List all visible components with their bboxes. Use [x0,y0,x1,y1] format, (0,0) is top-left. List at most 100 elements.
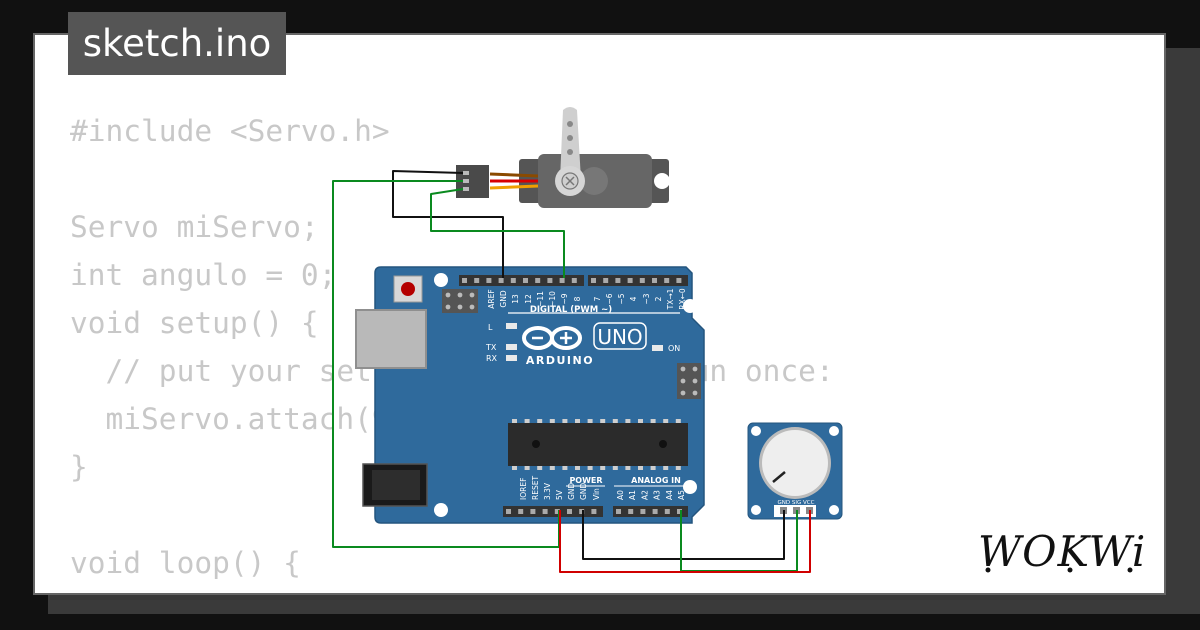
mounting-hole [683,480,697,494]
reset-button-cap[interactable] [401,282,415,296]
potentiometer[interactable]: GND SIG VCC [747,422,843,520]
chip-pin [663,419,669,423]
wire-pot-gnd [582,510,785,560]
potentiometer-pin-labels: GND SIG VCC [778,500,815,506]
chip-pin [675,419,681,423]
digital-pin-label: 12 [524,294,533,304]
brand-label: ARDUINO [526,354,594,367]
mounting-hole [434,503,448,517]
chip-pin [587,466,593,470]
led-rx [506,355,517,361]
analog-pin-label: A4 [665,490,674,500]
header-pin [518,509,524,514]
wokwi-logo: WOKWi [978,527,1146,576]
digital-pin-label: 8 [573,296,582,301]
header-pin [591,278,596,283]
digital-header [459,275,688,286]
chip-pin [638,466,643,470]
header-pin [498,278,504,283]
chip-pin [625,466,631,470]
digital-pin-label: TX→1 [666,288,675,310]
chip-pin [524,419,530,423]
potentiometer-knob[interactable] [762,430,828,496]
power-pin-label: GND [567,483,576,500]
digital-pin-label: ~9 [560,293,569,304]
servo-horn [560,107,581,180]
header-pin [486,278,492,283]
chip-pin [675,466,681,470]
power-pin-label: RESET [531,476,540,500]
wire-pot-vcc [559,510,811,573]
power-pin-label: Vin [592,488,601,500]
power-pin-label: GND [579,483,588,500]
header-pin [627,278,633,283]
led-tx [506,344,517,350]
led-label-on: ON [668,344,680,353]
digital-pin-label: ~6 [605,293,614,304]
header-pin [567,509,572,514]
usb-connector [355,309,427,369]
header-pin [652,509,658,514]
header-pin [579,509,585,514]
code-line: miServo.attach(9); [70,402,426,436]
header-pin [591,509,597,514]
led-label-tx: TX [485,343,497,352]
header-pin [506,509,511,514]
led-label-rx: RX [486,354,498,363]
header-pin [523,278,528,283]
power-pin-label: 5V [555,489,564,500]
header-pin [535,278,541,283]
servo-motor[interactable] [456,107,670,208]
knob-indicator [772,471,786,483]
header-pin [571,278,577,283]
header-pin [603,278,609,283]
file-tab[interactable]: sketch.ino [68,12,286,75]
chip-pin [587,419,593,423]
analog-label: ANALOG IN [631,476,681,485]
chip-pin [575,419,580,423]
code-line: int angulo = 0; [70,258,337,292]
code-line: } [70,450,88,484]
led-label-l: L [488,323,493,332]
digital-pin-label: 2 [654,296,663,301]
icsp-header [442,289,478,313]
led-on [652,345,663,351]
digital-pin-label: ~5 [617,293,626,304]
digital-pin-label: AREF [487,289,496,308]
header-pin [559,278,565,283]
wire-servo-signal [392,170,504,278]
analog-pin-label: A1 [628,490,637,500]
digital-pin-label: ~3 [642,293,651,304]
header-pin [639,278,645,283]
mounting-hole [434,273,448,287]
chip-pin [512,419,517,423]
header-pin [628,509,634,514]
chip-pin [562,419,568,423]
chip-pin [625,419,631,423]
header-pin [640,509,646,514]
chip-pin [612,466,618,470]
microcontroller-chip [508,419,688,470]
code-line: void loop() { [70,546,301,580]
power-label: POWER [569,476,602,485]
led-l [506,323,517,329]
analog-pin-label: A5 [677,490,686,500]
header-pin [676,278,682,283]
code-line: Servo miServo; [70,210,319,244]
wokwi-logo-text: WOKWi [978,527,1146,576]
chip-pin [638,419,643,423]
analog-pin-label: A0 [616,490,625,500]
header-pin [510,278,516,283]
header-pin [462,278,467,283]
header-pin [554,509,560,514]
chip-pin [537,419,543,423]
chip-pin [512,466,517,470]
chip-pin [549,466,555,470]
chip-pin [612,419,618,423]
header-pin [664,278,670,283]
model-label: UNO [597,325,642,349]
chip-pin [562,466,568,470]
power-header [503,506,688,517]
